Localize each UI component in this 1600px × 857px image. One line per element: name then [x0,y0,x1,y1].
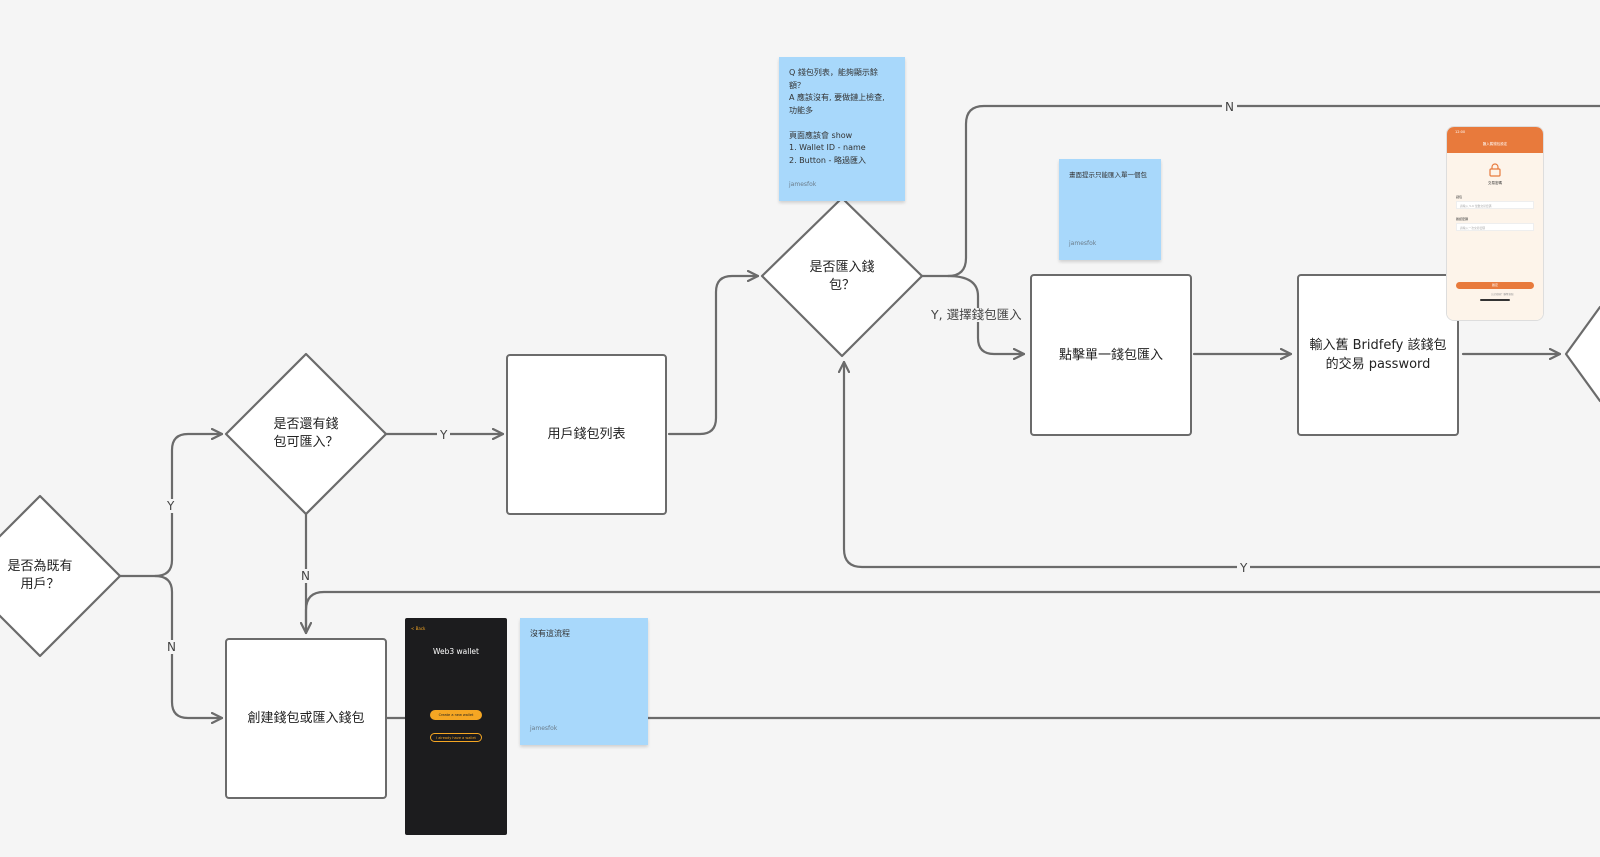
edge-existing-to-create [153,574,224,718]
edge-label-y-select: Y, 選擇錢包匯入 [928,308,1025,322]
node-wallet-list: 用戶錢包列表 [506,354,667,515]
edge-list-to-import [667,276,760,436]
footer-text: 忘記密碼？聯繫客服 [1491,293,1514,296]
edge-label-y-haswallets: Y [437,428,451,442]
lock-label: 交易密碼 [1488,181,1502,185]
field2-input: 請輸入一次交易密碼 [1456,223,1534,231]
sticky-note-body: 沒有這流程 [530,629,570,638]
diamond-import-wallet [760,196,924,358]
field2-label: 確認密碼 [1456,217,1469,221]
sticky-note-author: jamesfok [1069,239,1097,247]
edge-label-n-existing: N [164,640,179,654]
diamond-right-edge [1564,305,1600,403]
status-bar: 12:00 匯入舊錢包設定 [1447,127,1543,153]
edge-loop-create [304,590,1600,635]
import-wallet-button: I already have a wallet [430,733,482,742]
edge-loop-y [844,360,1600,569]
sticky-note-author: jamesfok [530,724,558,732]
edge-label-y-existing: Y [164,499,178,513]
node-click-single: 點擊單一錢包匯入 [1030,274,1192,436]
node-enter-password: 輸入舊 Bridfefy 該錢包 的交易 password [1297,274,1459,436]
web3-wallet-title: Web3 wallet [433,647,479,656]
node-existing-user: 是否為既有 用戶？ [7,559,73,592]
edge-label-n-haswallets: N [298,569,313,583]
diamond-existing-user [0,494,122,658]
field1-input: 請輸入 5-6 位數交易密碼 [1456,201,1534,209]
field1-label: 錢包 [1456,195,1463,199]
sticky-note-body: 畫面提示只能匯入單一個包 [1069,171,1147,179]
web3-wallet-screen-thumbnail: < Back Web3 wallet Create a new wallet I… [405,618,507,835]
home-indicator [1480,299,1510,301]
screen-header: 匯入舊錢包設定 [1482,142,1508,146]
lock-icon [1489,163,1501,177]
edge-import-to-click [946,274,1026,354]
node-has-wallets: 是否還有錢 包可匯入？ [273,417,339,450]
back-link: < Back [411,626,426,631]
screen-body: 交易密碼 錢包 請輸入 5-6 位數交易密碼 確認密碼 請輸入一次交易密碼 確定… [1447,153,1543,320]
confirm-button: 確定 [1456,282,1534,289]
edge-import-n-top [920,104,1600,278]
sticky-note-body: Q 錢包列表，能夠顯示餘 額？ A 應該沒有, 要做鏈上檢查, 功能多 頁面應該… [789,68,885,165]
sticky-note-bottom: 沒有這流程 jamesfok [520,618,648,745]
status-time: 12:00 [1455,130,1466,134]
password-screen-thumbnail: 12:00 匯入舊錢包設定 交易密碼 錢包 請輸入 5-6 位數交易密碼 確認密… [1446,126,1544,321]
edge-label-n-top: N [1222,100,1237,114]
sticky-note-top: Q 錢包列表，能夠顯示餘 額？ A 應該沒有, 要做鏈上檢查, 功能多 頁面應該… [779,57,905,201]
create-wallet-button: Create a new wallet [430,710,482,720]
node-create-or-import: 創建錢包或匯入錢包 [225,638,387,799]
edge-label-y-loop: Y [1237,561,1251,575]
node-import-wallet-q: 是否匯入錢 包？ [809,260,875,293]
sticky-note-author: jamesfok [789,180,817,188]
sticky-note-middle: 畫面提示只能匯入單一個包 jamesfok [1059,159,1161,260]
